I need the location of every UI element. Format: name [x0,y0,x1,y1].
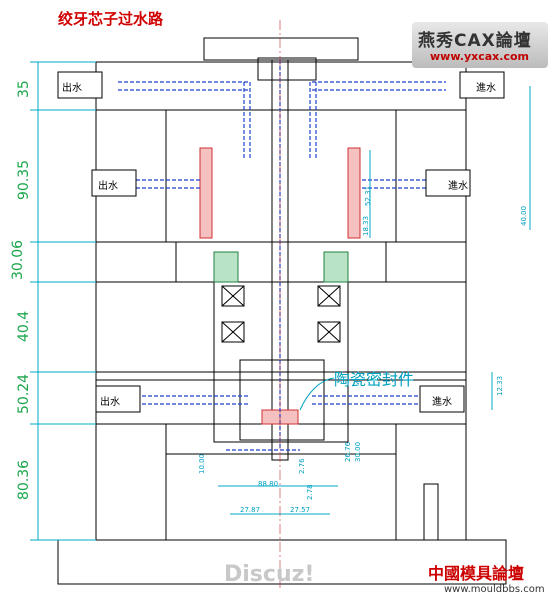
dim-10-00: 10.00 [198,453,206,474]
dim-2-76: 2.76 [298,458,306,474]
dim-27-87: 27.87 [240,506,261,514]
fitting-mid-left [91,169,137,197]
dim-40-00: 40.00 [520,205,528,226]
sprue-bush [203,37,359,61]
dim-40-4: 40.4 [16,310,32,342]
outlet-label-mid: 出水 [98,181,118,192]
dim-80-36: 80.36 [16,459,32,500]
dim-35: 35 [16,80,32,98]
right-thread-insert [347,147,361,239]
left-gear [213,251,239,283]
discuz-watermark: Discuz! [224,562,315,587]
spacer-block-left [95,423,167,541]
fitting-mid-right [425,169,471,197]
yxcax-logo-url: www.yxcax.com [430,50,529,63]
left-thread-insert [199,147,213,239]
yxcax-watermark-logo: 燕秀CAX論壇 www.yxcax.com [412,22,548,68]
fitting-top-left [57,71,103,99]
right-bearing-upper [317,285,341,307]
dim-18-33: 18.33 [362,215,370,236]
dim-30-06: 30.06 [10,239,26,280]
ceramic-seal-callout: 陶瓷密封件 [334,370,415,389]
top-clamp-plate [95,61,467,111]
fitting-low-right [419,385,465,413]
dim-2-78: 2.78 [306,484,314,500]
dim-88-80: 88.80 [258,480,279,488]
left-bearing-lower [221,321,245,343]
yxcax-logo-text: 燕秀CAX論壇 [418,31,532,51]
dim-30-00: 30.00 [354,441,362,462]
dim-12-33: 12.33 [496,375,504,396]
drawing-title: 绞牙芯子过水路 [58,10,164,28]
outlet-label-low: 出水 [100,397,120,408]
left-bearing-upper [221,285,245,307]
dim-52-31: 52.31 [364,185,372,206]
fitting-low-left [95,385,141,413]
outlet-label-top: 出水 [62,83,82,94]
core-sleeve [239,359,325,441]
right-bearing-lower [317,321,341,343]
stripper-plate [95,241,467,283]
inlet-label-low: 進水 [432,397,452,408]
dim-27-57: 27.57 [290,506,311,514]
mouldbbs-watermark-logo: 中國模具論壇 www.mouldbbs.com [428,560,545,595]
inlet-label-mid: 進水 [448,181,468,192]
mouldbbs-logo-text: 中國模具論壇 [428,564,525,583]
inlet-label-top: 進水 [476,83,496,94]
dim-90-35: 90.35 [16,159,32,200]
center-gear-top [257,57,317,81]
core-holder [175,241,387,283]
mouldbbs-logo-url: www.mouldbbs.com [444,584,545,595]
spacer-block-right [395,423,467,541]
dim-26-76: 26.76 [344,441,352,462]
bottom-clamp-plate [57,539,507,585]
gear-housing [213,281,349,443]
ejector-guide [423,483,439,541]
a-plate [95,109,467,243]
b-plate [95,281,467,373]
right-gear [323,251,349,283]
dim-50-24: 50.24 [16,373,32,414]
fitting-top-right [459,71,505,99]
